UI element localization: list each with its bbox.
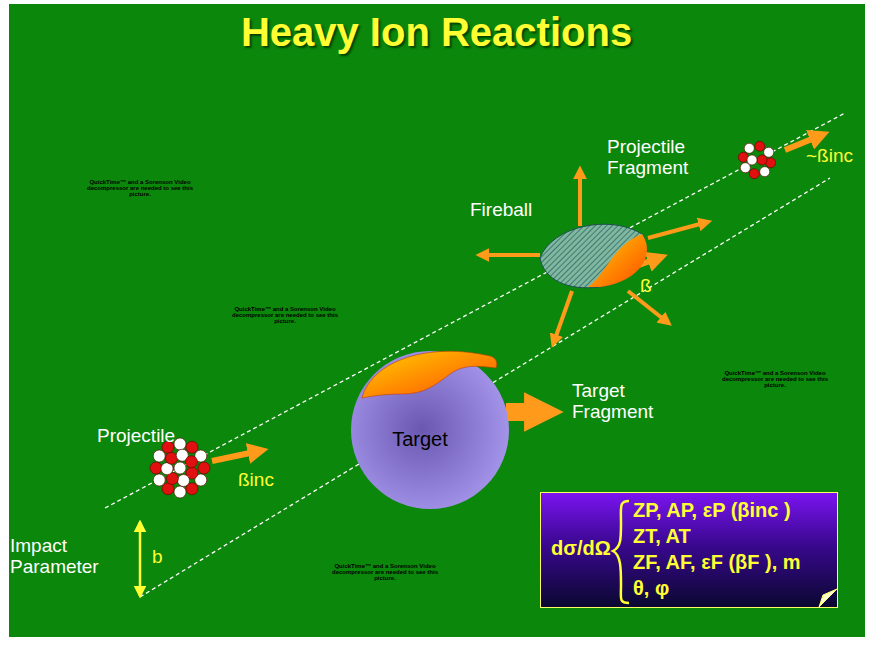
nucleon bbox=[186, 441, 198, 453]
formula-term: ZF, AF, εF (βF ), m bbox=[633, 551, 801, 574]
formula-symbol: dσ/dΩ bbox=[551, 537, 611, 560]
velocity-label: ßinc bbox=[238, 470, 298, 491]
fireball bbox=[540, 224, 647, 288]
nucleon bbox=[760, 167, 770, 177]
target-nucleus: Target bbox=[350, 350, 510, 510]
placeholder-note: QuickTime™ and a Sorenson Video decompre… bbox=[330, 563, 440, 581]
placeholder-note: QuickTime™ and a Sorenson Video decompre… bbox=[720, 370, 830, 388]
nucleon bbox=[185, 456, 197, 468]
nucleon bbox=[757, 155, 767, 165]
nucleon bbox=[744, 143, 754, 153]
formula-term: ZT, AT bbox=[633, 525, 691, 548]
part-label: Impact Parameter bbox=[10, 536, 114, 578]
formula-term: θ, φ bbox=[633, 577, 669, 600]
nucleon bbox=[198, 462, 210, 474]
nucleon bbox=[174, 462, 186, 474]
part-label: Projectile bbox=[97, 426, 217, 447]
background bbox=[9, 4, 865, 637]
part-label: Projectile Fragment bbox=[607, 137, 711, 179]
fragment-nucleus bbox=[738, 141, 775, 178]
nucleon bbox=[178, 475, 190, 487]
part-label: Fireball bbox=[470, 200, 560, 221]
title: Heavy Ion Reactions bbox=[0, 10, 873, 54]
projectile-nucleus bbox=[150, 438, 210, 498]
velocity-label: ~ßinc bbox=[806, 146, 866, 167]
node-label: Target bbox=[392, 428, 448, 451]
formula-box: dσ/dΩ ZP, AP, εP (βinc ) ZT, AT ZF, AF, εF … bbox=[540, 492, 838, 608]
formula-term: ZP, AP, εP (βinc ) bbox=[633, 499, 791, 522]
velocity-arrow bbox=[212, 453, 250, 461]
placeholder-note: QuickTime™ and a Sorenson Video decompre… bbox=[85, 179, 195, 197]
nucleon bbox=[165, 452, 177, 464]
variable-label: b bbox=[152, 547, 172, 568]
nucleon bbox=[174, 438, 186, 450]
nucleon bbox=[747, 155, 757, 165]
nucleon bbox=[749, 169, 759, 179]
nucleon bbox=[174, 486, 186, 498]
nucleon bbox=[153, 450, 165, 462]
trajectory-line bbox=[105, 113, 845, 508]
nucleon bbox=[153, 474, 165, 486]
nucleon bbox=[755, 141, 765, 151]
impact-arrow bbox=[139, 522, 142, 596]
nucleon bbox=[150, 462, 162, 474]
fragment-arrow bbox=[506, 403, 528, 421]
part-label: Target Fragment bbox=[572, 381, 668, 423]
placeholder-note: QuickTime™ and a Sorenson Video decompre… bbox=[230, 306, 340, 324]
velocity-label: ß bbox=[640, 276, 660, 297]
